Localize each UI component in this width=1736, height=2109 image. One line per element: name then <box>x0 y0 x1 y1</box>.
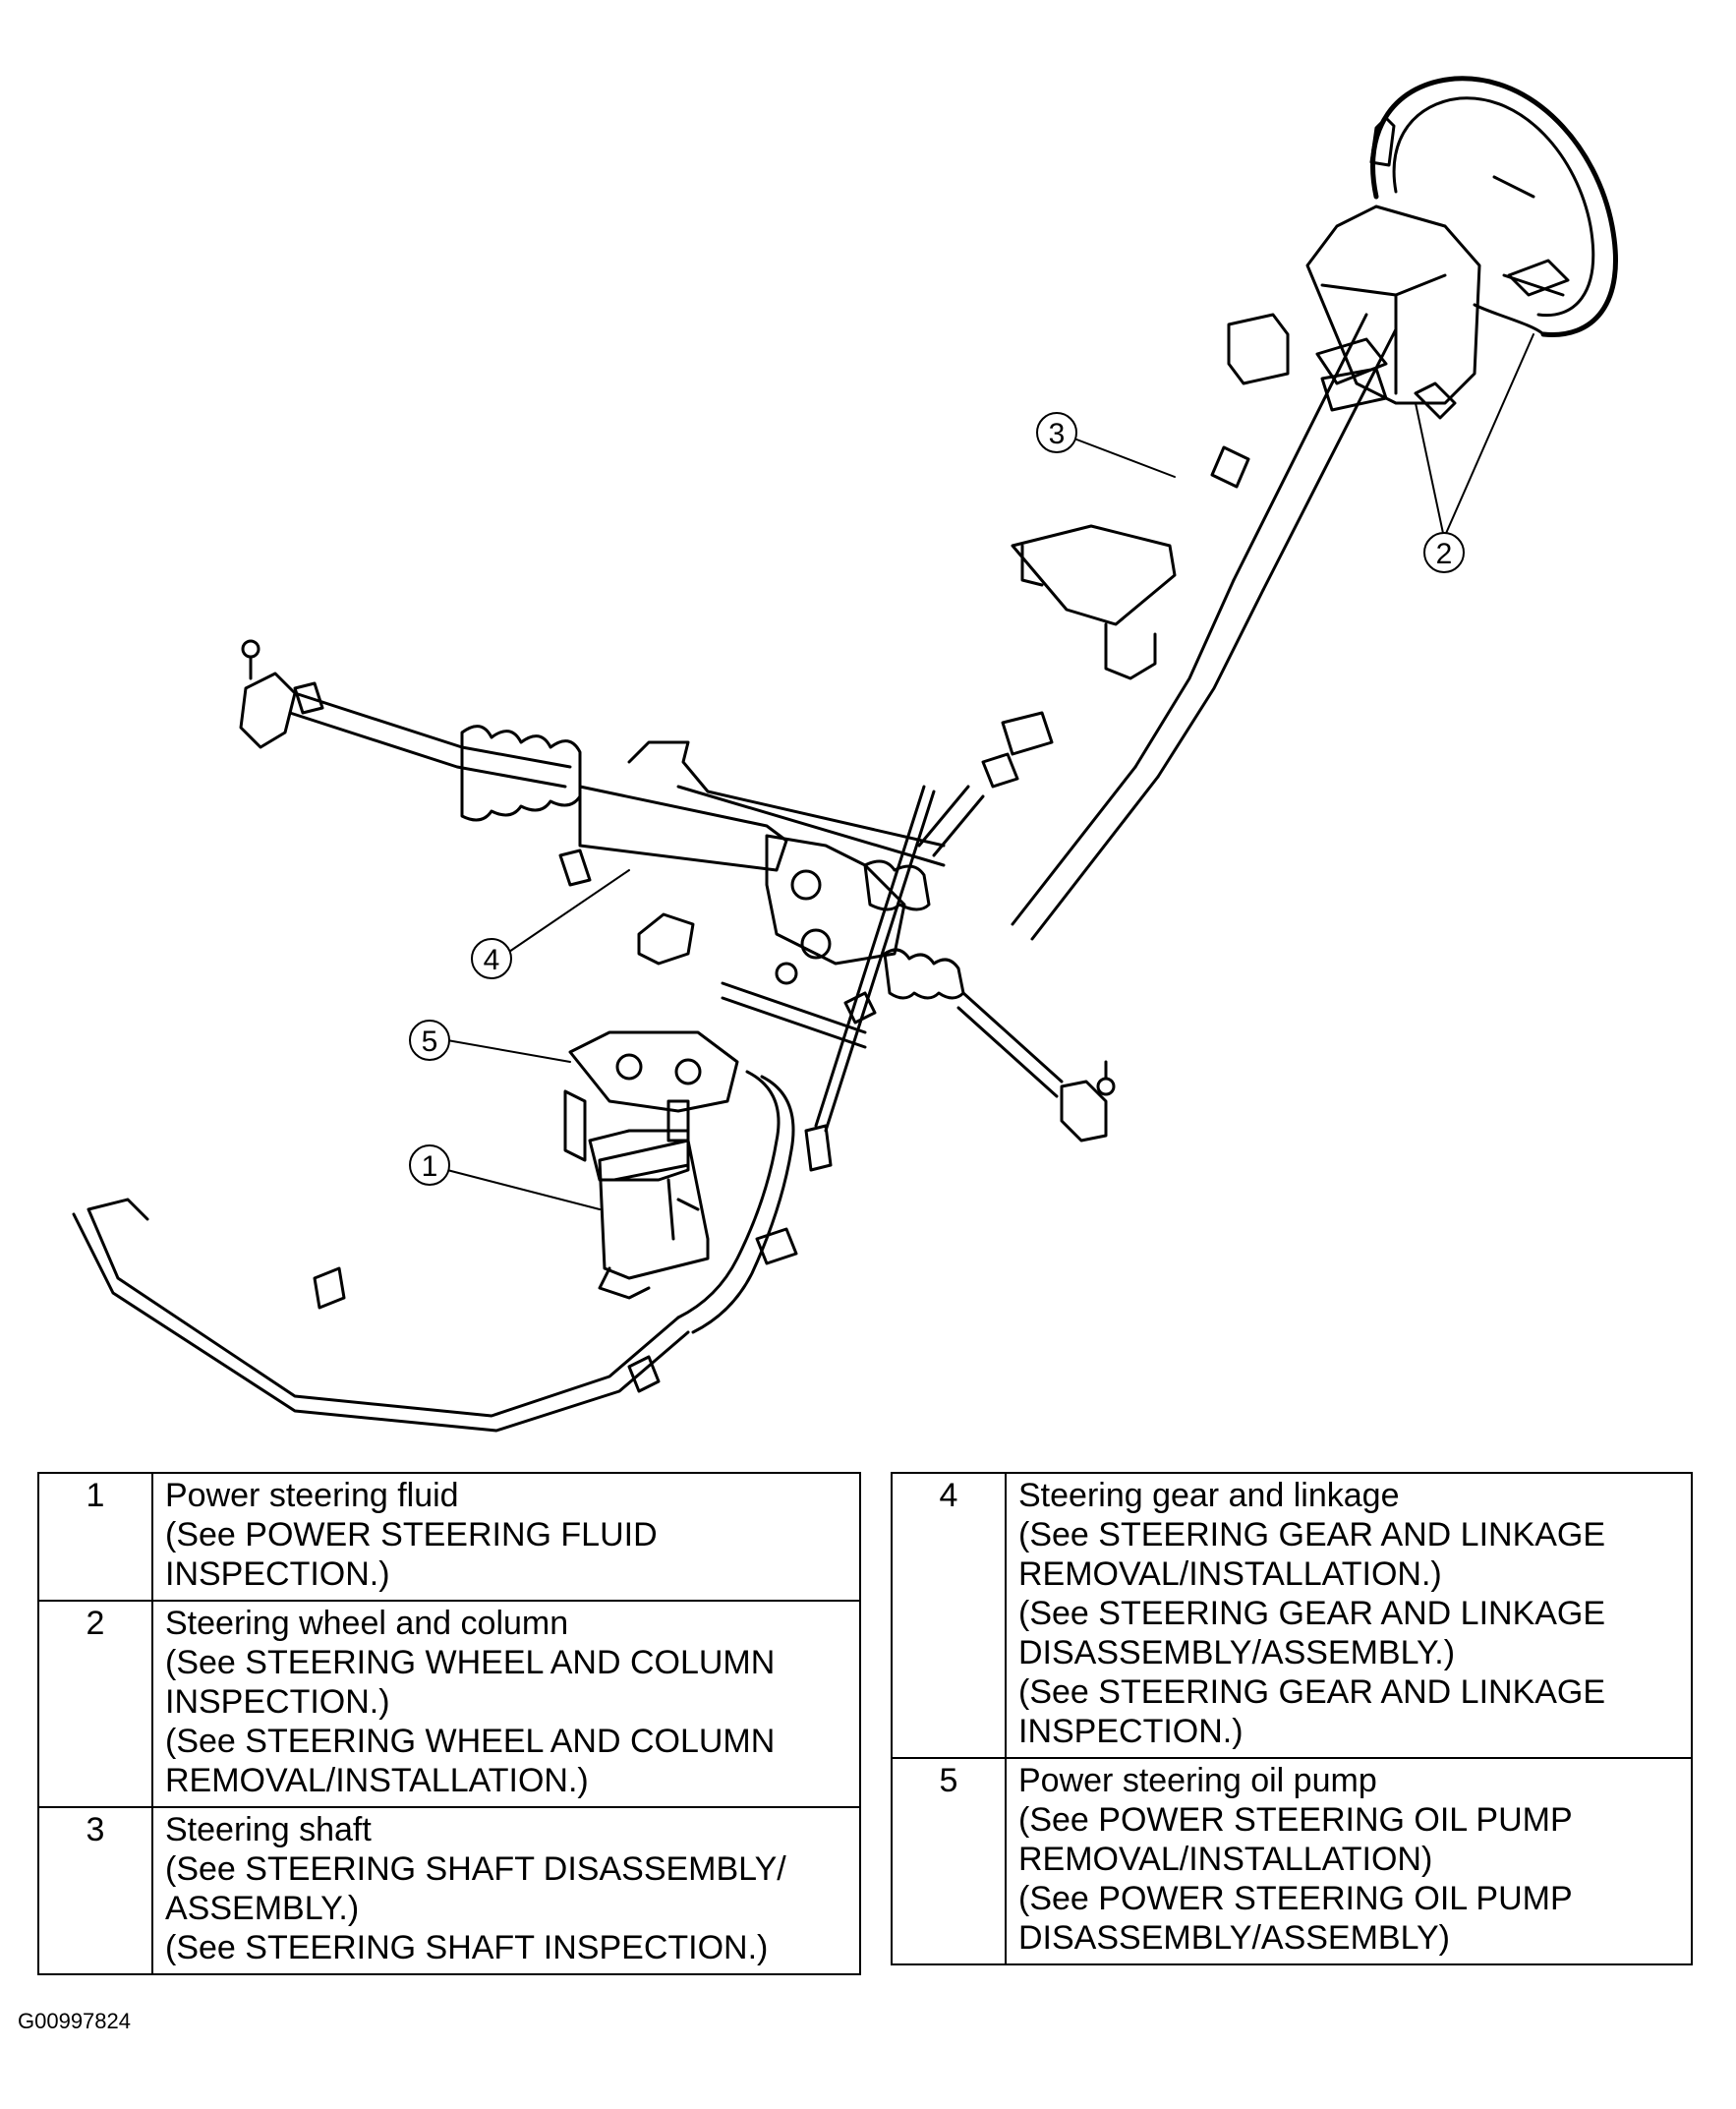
legend-line: (See STEERING GEAR AND LINKAGE <box>1018 1673 1606 1711</box>
callout-5: 5 <box>409 1020 450 1061</box>
callout-1: 1 <box>409 1144 450 1186</box>
legend-number: 1 <box>37 1472 153 1602</box>
legend-description: Power steering oil pump (See POWER STEER… <box>1005 1757 1693 1965</box>
legend-number: 4 <box>891 1472 1007 1759</box>
legend-line: Steering gear and linkage <box>1018 1477 1400 1514</box>
legend-line: REMOVAL/INSTALLATION) <box>1018 1841 1433 1878</box>
steering-shaft <box>917 313 1398 941</box>
legend-line: (See STEERING SHAFT INSPECTION.) <box>165 1929 769 1966</box>
legend-line: (See STEERING WHEEL AND COLUMN <box>165 1723 776 1760</box>
svg-text:5: 5 <box>422 1025 438 1058</box>
power-steering-reservoir <box>598 1139 710 1300</box>
power-steering-pump <box>563 1030 739 1182</box>
svg-text:2: 2 <box>1436 538 1453 570</box>
legend-line: Power steering oil pump <box>1018 1762 1377 1799</box>
legend-row: 1 Power steering fluid (See POWER STEERI… <box>37 1472 861 1602</box>
legend-line: Steering wheel and column <box>165 1605 569 1642</box>
legend-number: 2 <box>37 1600 153 1808</box>
legend-line: DISASSEMBLY/ASSEMBLY.) <box>1018 1634 1456 1671</box>
legend-description: Steering wheel and column (See STEERING … <box>151 1600 861 1808</box>
legend-row: 4 Steering gear and linkage (See STEERIN… <box>891 1472 1693 1759</box>
legend-line: INSPECTION.) <box>165 1683 390 1721</box>
leader-lines <box>446 333 1534 1210</box>
legend-row: 5 Power steering oil pump (See POWER STE… <box>891 1757 1693 1965</box>
steering-wheel <box>1369 76 1618 337</box>
legend-line: (See STEERING GEAR AND LINKAGE <box>1018 1595 1606 1632</box>
legend-line: REMOVAL/INSTALLATION.) <box>1018 1555 1442 1593</box>
legend-row: 2 Steering wheel and column (See STEERIN… <box>37 1600 861 1808</box>
callout-4: 4 <box>471 938 512 979</box>
steering-column-housing <box>1227 205 1481 420</box>
legend-number: 5 <box>891 1757 1007 1965</box>
callout-3: 3 <box>1036 412 1077 453</box>
legend-row: 3 Steering shaft (See STEERING SHAFT DIS… <box>37 1806 861 1975</box>
legend-description: Power steering fluid (See POWER STEERING… <box>151 1472 861 1602</box>
legend-line: ASSEMBLY.) <box>165 1890 360 1927</box>
legend-line: (See POWER STEERING OIL PUMP <box>1018 1880 1573 1917</box>
legend-line: REMOVAL/INSTALLATION.) <box>165 1762 589 1799</box>
svg-text:4: 4 <box>484 944 500 976</box>
legend-table-left: 1 Power steering fluid (See POWER STEERI… <box>37 1472 861 1975</box>
steering-rack <box>239 639 1116 1142</box>
steering-system-illustration: 3 2 4 5 1 <box>72 76 1618 1433</box>
legend-line: (See STEERING WHEEL AND COLUMN <box>165 1644 776 1681</box>
legend-line: INSPECTION.) <box>1018 1713 1244 1750</box>
svg-text:1: 1 <box>422 1150 438 1183</box>
legend-line: (See POWER STEERING FLUID <box>165 1516 658 1553</box>
legend-number: 3 <box>37 1806 153 1975</box>
legend-line: Power steering fluid <box>165 1477 459 1514</box>
callout-2: 2 <box>1423 532 1465 573</box>
legend-description: Steering shaft (See STEERING SHAFT DISAS… <box>151 1806 861 1975</box>
legend-line: DISASSEMBLY/ASSEMBLY) <box>1018 1919 1450 1957</box>
legend-table-right: 4 Steering gear and linkage (See STEERIN… <box>891 1472 1693 1965</box>
legend-line: Steering shaft <box>165 1811 372 1848</box>
legend-line: (See STEERING GEAR AND LINKAGE <box>1018 1516 1606 1553</box>
legend-description: Steering gear and linkage (See STEERING … <box>1005 1472 1693 1759</box>
legend-line: (See STEERING SHAFT DISASSEMBLY/ <box>165 1850 786 1888</box>
legend-line: (See POWER STEERING OIL PUMP <box>1018 1801 1573 1839</box>
hydraulic-lines <box>72 785 936 1433</box>
svg-text:3: 3 <box>1049 418 1066 450</box>
figure-id: G00997824 <box>18 2009 131 2033</box>
legend-line: INSPECTION.) <box>165 1555 390 1593</box>
